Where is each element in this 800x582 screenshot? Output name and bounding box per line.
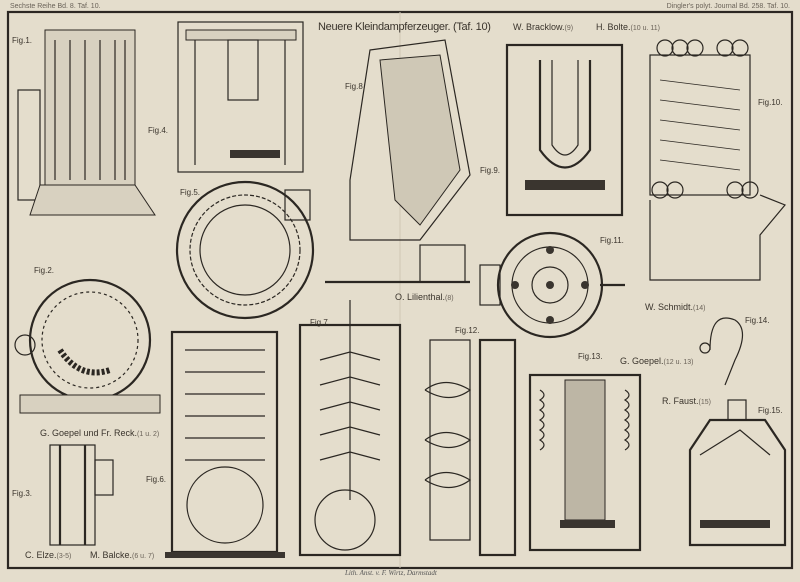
fig9-drawing (505, 43, 624, 217)
author-bolte: H. Bolte.(10 u. 11) (596, 22, 660, 32)
fig12-drawing (424, 338, 517, 557)
fig14-drawing (699, 317, 744, 386)
author-lilienthal: O. Lilienthal.(8) (395, 292, 454, 302)
fig-1-label: Fig.1. (12, 36, 33, 45)
fig-7-label: Fig.7. (310, 318, 331, 327)
fig3-drawing (49, 444, 114, 546)
fig4-drawing (177, 21, 304, 173)
fig-10-label: Fig.10. (758, 98, 783, 107)
fig-5-label: Fig.5. (180, 188, 201, 197)
journal-header: Dingler's polyt. Journal Bd. 258. Taf. 1… (666, 3, 790, 10)
fig1-drawing (17, 29, 156, 216)
author-elze: C. Elze.(3-5) (25, 550, 72, 560)
author-balcke: M. Balcke.(6 u. 7) (90, 550, 155, 560)
fig5-drawing (175, 180, 315, 320)
plate-title: Neuere Kleindampferzeuger. (Taf. 10) (318, 21, 491, 33)
fig-11-label: Fig.11. (600, 236, 624, 245)
fig8-drawing (325, 39, 471, 284)
fig2-drawing (14, 278, 161, 414)
fig11-drawing (479, 231, 625, 339)
fig-14-label: Fig.14. (745, 316, 770, 325)
fig-3-label: Fig.3. (12, 489, 33, 498)
fig13-drawing (528, 373, 642, 552)
fig-9-label: Fig.9. (480, 166, 501, 175)
author-bracklow: W. Bracklow.(9) (513, 22, 574, 32)
fig-4-label: Fig.4. (148, 126, 169, 135)
fig10-drawing (649, 39, 786, 281)
fig6-drawing (165, 330, 285, 558)
fig-6-label: Fig.6. (146, 475, 167, 484)
author-goepel-reck: G. Goepel und Fr. Reck.(1 u. 2) (40, 428, 160, 438)
fig7-drawing (298, 300, 402, 557)
lithographer-imprint: Lith. Anst. v. F. Wirtz, Darmstadt (345, 569, 437, 577)
author-goepel: G. Goepel.(12 u. 13) (620, 356, 694, 366)
fig-13-label: Fig.13. (578, 352, 603, 361)
author-schmidt: W. Schmidt.(14) (645, 302, 706, 312)
plate-series-header: Sechste Reihe Bd. 8. Taf. 10. (10, 3, 101, 10)
fig-8-label: Fig.8. (345, 82, 366, 91)
fig-2-label: Fig.2. (34, 266, 55, 275)
fig-12-label: Fig.12. (455, 326, 480, 335)
author-faust: R. Faust.(15) (662, 396, 711, 406)
fig-15-label: Fig.15. (758, 406, 783, 415)
fig15-drawing (688, 399, 787, 547)
